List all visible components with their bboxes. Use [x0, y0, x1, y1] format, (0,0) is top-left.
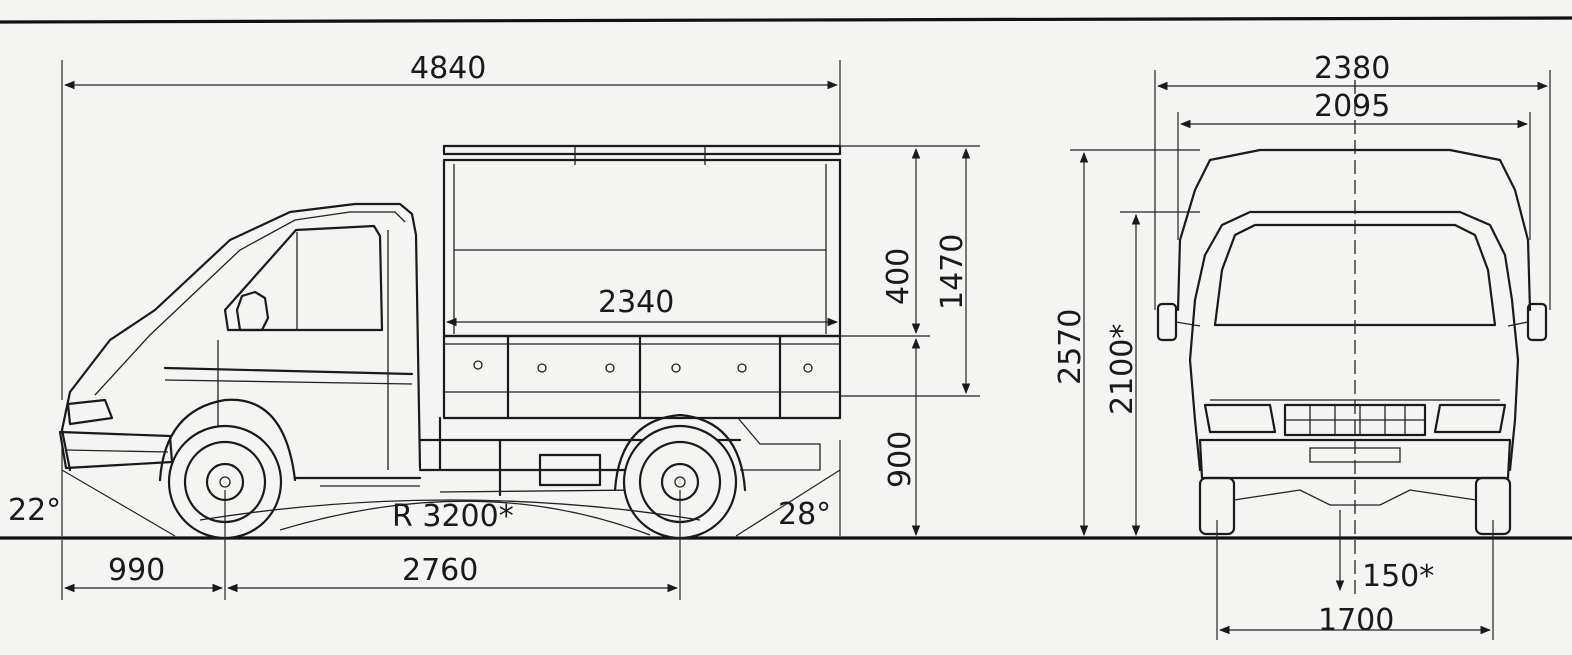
cab-outline	[60, 202, 422, 472]
departure-angle-label: 28°	[778, 497, 831, 532]
ground-clearance-label: 150*	[1362, 559, 1434, 594]
track-width-label: 1700	[1318, 603, 1394, 638]
front-overhang-label: 990	[108, 553, 165, 588]
mirror-icon	[235, 290, 270, 332]
cab-height-label: 2100*	[1105, 324, 1140, 415]
front-view-bumper	[1198, 438, 1512, 480]
overall-length-label: 4840	[410, 51, 486, 86]
awning-height-label: 400	[881, 248, 916, 305]
body-length-label: 2340	[598, 285, 674, 320]
left-mirror-icon	[1156, 302, 1178, 342]
windshield	[1213, 223, 1497, 327]
headlight-icon	[66, 398, 114, 426]
paper-top-edge	[0, 16, 1572, 24]
chassis-frame	[418, 416, 742, 497]
floor-height-label: 900	[883, 431, 918, 488]
overall-height-label: 2570	[1053, 309, 1088, 385]
body-height-label: 1470	[935, 234, 970, 310]
rear-wheel	[613, 413, 747, 540]
wheelbase-label: 2760	[402, 553, 478, 588]
side-view: 4840 2340 400 1470 900 22° 28° R 3200* 9…	[8, 51, 980, 600]
overall-width-label: 2380	[1314, 51, 1390, 86]
approach-angle-label: 22°	[8, 493, 61, 528]
front-view: 2380 2095 2570 2100* 150* 1700	[1053, 51, 1551, 640]
body-width-label: 2095	[1314, 89, 1390, 124]
cab-window	[223, 224, 384, 332]
awning-outline	[1176, 148, 1532, 312]
turning-radius-label: R 3200*	[392, 499, 514, 534]
cargo-body	[442, 144, 842, 471]
